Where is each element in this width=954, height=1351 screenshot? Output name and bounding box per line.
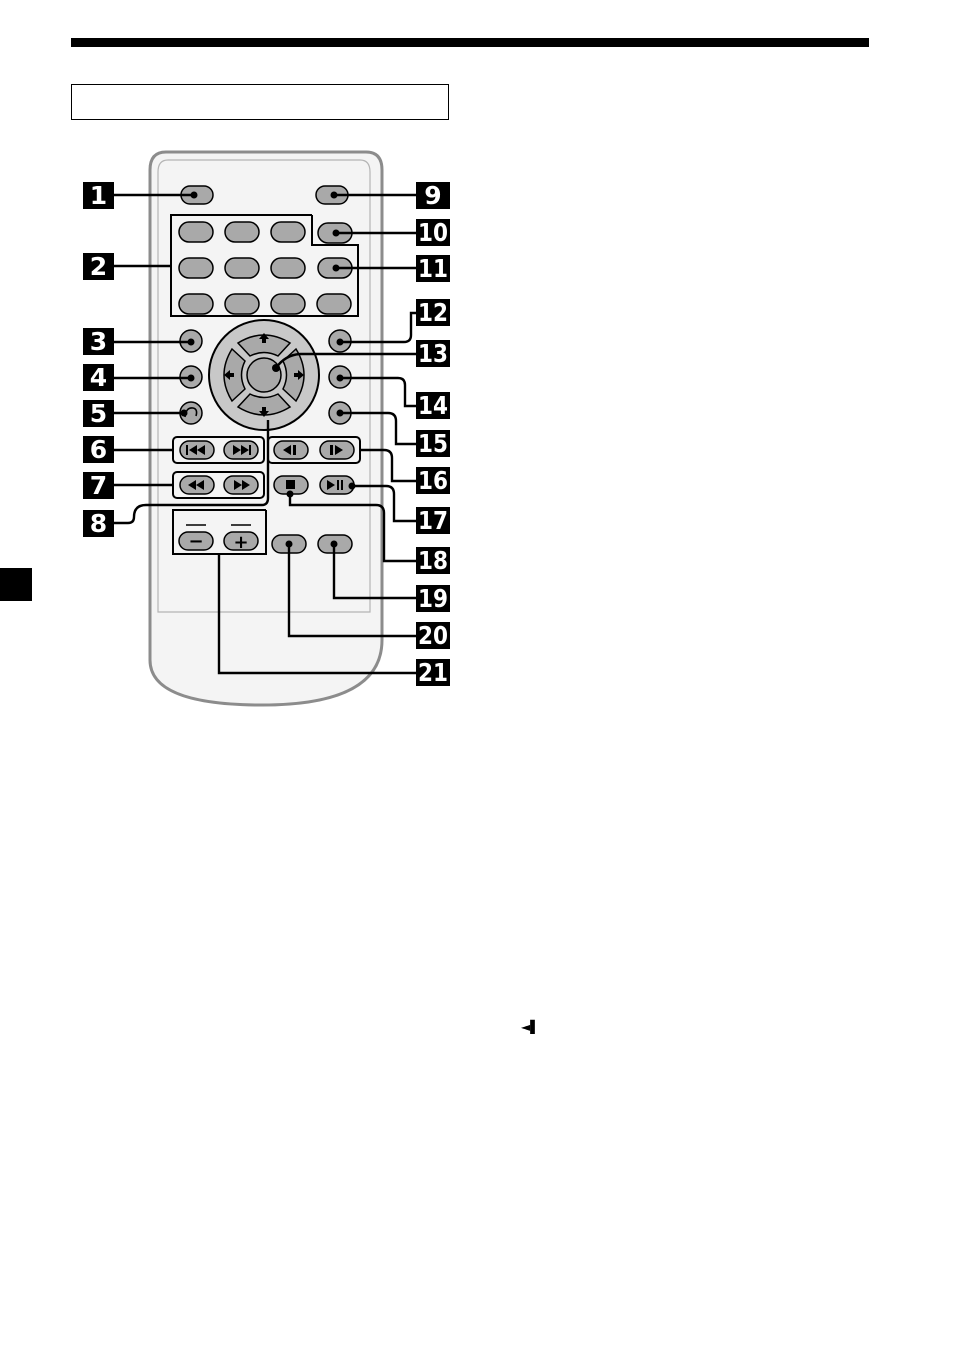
callout-19: 19 bbox=[416, 584, 450, 613]
svg-text:18: 18 bbox=[418, 546, 448, 575]
svg-text:3: 3 bbox=[90, 327, 107, 356]
number-button bbox=[179, 258, 213, 278]
svg-text:14: 14 bbox=[418, 391, 448, 420]
number-button bbox=[225, 258, 259, 278]
callout-2: 2 bbox=[83, 252, 114, 281]
svg-text:9: 9 bbox=[424, 181, 441, 210]
svg-text:4: 4 bbox=[90, 363, 107, 392]
callout-5: 5 bbox=[83, 399, 114, 428]
callout-10: 10 bbox=[416, 218, 450, 247]
number-button bbox=[271, 222, 305, 242]
callout-13: 13 bbox=[416, 339, 450, 368]
svg-text:5: 5 bbox=[90, 399, 107, 428]
number-button bbox=[179, 222, 213, 242]
svg-text:21: 21 bbox=[418, 658, 448, 687]
callout-16: 16 bbox=[416, 466, 450, 495]
number-button bbox=[317, 294, 351, 314]
svg-text:8: 8 bbox=[90, 509, 107, 538]
callout-3: 3 bbox=[83, 327, 114, 356]
svg-text:10: 10 bbox=[418, 218, 448, 247]
callout-11: 11 bbox=[416, 254, 450, 283]
svg-text:1: 1 bbox=[90, 181, 107, 210]
callout-6: 6 bbox=[83, 435, 114, 464]
callout-1: 1 bbox=[83, 181, 114, 210]
callout-14: 14 bbox=[416, 391, 450, 420]
callout-8: 8 bbox=[83, 509, 114, 538]
svg-text:13: 13 bbox=[418, 339, 448, 368]
callout-12: 12 bbox=[416, 298, 450, 327]
callout-20: 20 bbox=[416, 621, 450, 650]
svg-text:2: 2 bbox=[90, 252, 107, 281]
svg-text:7: 7 bbox=[90, 471, 107, 500]
remote-control-diagram: .edge { fill: #f4f4f4; stroke: #8c8c8c; … bbox=[0, 0, 954, 720]
svg-text:17: 17 bbox=[418, 506, 448, 535]
svg-text:6: 6 bbox=[90, 435, 107, 464]
number-button bbox=[271, 294, 305, 314]
volume-minus-symbol: − bbox=[188, 531, 203, 552]
svg-text:19: 19 bbox=[418, 584, 448, 613]
number-button bbox=[271, 258, 305, 278]
stop-icon bbox=[286, 480, 295, 489]
callout-17: 17 bbox=[416, 506, 450, 535]
callout-15: 15 bbox=[416, 429, 450, 458]
enter-button bbox=[247, 358, 281, 392]
number-button bbox=[225, 294, 259, 314]
svg-text:20: 20 bbox=[418, 621, 448, 650]
slow-reverse-inline-symbol: ◄▌ bbox=[521, 1020, 539, 1034]
svg-text:11: 11 bbox=[418, 254, 448, 283]
callout-4: 4 bbox=[83, 363, 114, 392]
svg-text:12: 12 bbox=[418, 298, 448, 327]
callout-9: 9 bbox=[416, 181, 450, 210]
volume-plus-symbol: + bbox=[233, 532, 248, 553]
callout-7: 7 bbox=[83, 471, 114, 500]
number-button bbox=[179, 294, 213, 314]
svg-text:15: 15 bbox=[418, 429, 448, 458]
svg-text:16: 16 bbox=[418, 466, 448, 495]
number-button bbox=[225, 222, 259, 242]
callout-18: 18 bbox=[416, 546, 450, 575]
callout-21: 21 bbox=[416, 658, 450, 687]
